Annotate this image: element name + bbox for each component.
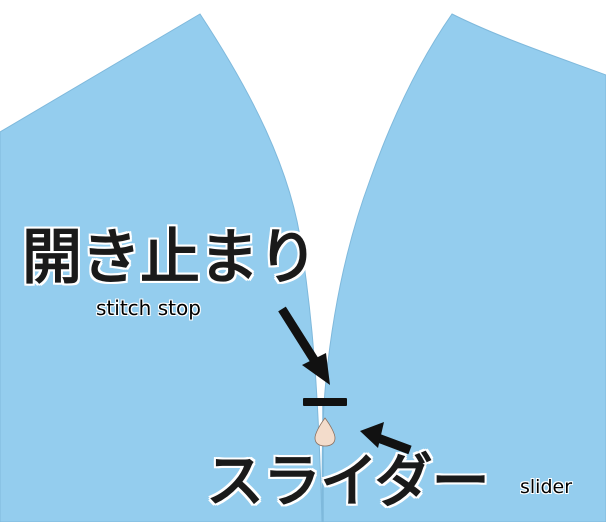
stitch-stop-marker <box>303 398 347 406</box>
arrow-down-right-icon <box>278 306 330 385</box>
slider-pull-icon <box>314 417 336 447</box>
stitch-stop-label-en: stitch stop <box>96 296 201 320</box>
slider-label-en: slider <box>520 476 573 498</box>
stitch-stop-label-jp: 開き止まり <box>22 223 318 293</box>
slider-label-jp: スライダー <box>206 447 490 515</box>
right-fabric-panel <box>321 13 606 522</box>
arrow-up-left-icon <box>360 422 412 455</box>
